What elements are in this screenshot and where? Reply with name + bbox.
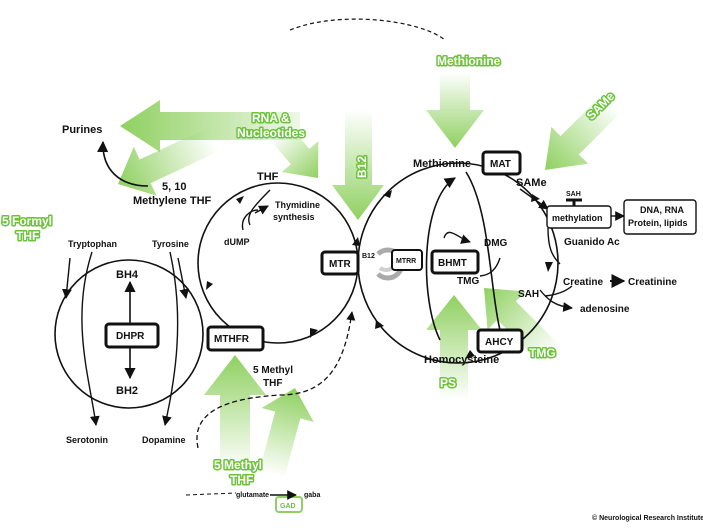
mthfr-enzyme-box xyxy=(206,325,265,352)
b12-small-label: B12 xyxy=(362,253,375,260)
tmg-supplement-label: TMG xyxy=(529,346,556,360)
bh2-label: BH2 xyxy=(116,385,138,397)
b12-supplement-arrow xyxy=(332,110,384,220)
methyl-thf-label-line2: THF xyxy=(263,378,282,389)
methylation-label: methylation xyxy=(552,213,603,223)
same-label: SAMe xyxy=(516,177,547,189)
mtrr-enzyme-box xyxy=(391,249,423,271)
serotonin-label: Serotonin xyxy=(66,435,108,445)
tmg-label: TMG xyxy=(457,276,479,287)
bhmt-enzyme-box xyxy=(430,249,480,275)
sah-small-label: SAH xyxy=(566,191,581,198)
ps-supplement-arrow xyxy=(426,295,482,400)
thymidine-label-line1: Thymidine xyxy=(275,200,320,210)
formyl-supplement-label-line2: THF xyxy=(16,229,39,243)
tmg-supplement-arrow xyxy=(484,288,561,365)
mtrr-label: MTRR xyxy=(396,258,416,265)
tyrosine-label: Tyrosine xyxy=(152,239,189,249)
same-supplement-arrow xyxy=(545,93,622,170)
rna-supplement-label-line2: Nucleotides xyxy=(237,126,305,140)
dopamine-label: Dopamine xyxy=(142,435,186,445)
mat-enzyme-box xyxy=(481,150,522,176)
dhpr-label: DHPR xyxy=(116,331,145,342)
dna-label-line1: DNA, RNA xyxy=(640,205,684,215)
mtr-label: MTR xyxy=(329,259,351,270)
thf-label: THF xyxy=(257,171,279,183)
rna-supplement-label-line1: RNA & xyxy=(252,111,290,125)
methyl-thf-supplement-label-line2: THF xyxy=(230,473,253,487)
creatinine-label: Creatinine xyxy=(628,277,677,288)
homocysteine-label: Homocysteine xyxy=(424,354,499,366)
dna-rna-box xyxy=(623,199,697,235)
dmg-label: DMG xyxy=(484,238,508,249)
ps-supplement-label: PS xyxy=(440,376,456,390)
ahcy-enzyme-box xyxy=(476,328,524,354)
methyl-thf-supplement-arrow-right xyxy=(259,388,314,479)
guanido-label: Guanido Ac xyxy=(564,237,620,248)
bh4-cycle xyxy=(54,259,204,409)
dhpr-enzyme-box xyxy=(104,322,160,349)
dna-label-line2: Protein, lipids xyxy=(628,218,688,228)
dump-label: dUMP xyxy=(224,237,250,247)
methionine-supplement-label: Methionine xyxy=(437,54,501,68)
top-dashed-arc xyxy=(289,18,446,41)
b12-supplement-label: B12 xyxy=(355,156,369,178)
mthfr-label: MTHFR xyxy=(214,334,250,345)
methionine-label: Methionine xyxy=(413,158,471,170)
rna-supplement-arrow xyxy=(120,100,300,152)
sah-label: SAH xyxy=(518,289,539,300)
methylation-box xyxy=(546,205,612,229)
formyl-supplement-arrow xyxy=(118,127,219,196)
methyl-thf-label-line1: 5 Methyl xyxy=(253,365,293,376)
tryptophan-label: Tryptophan xyxy=(68,239,117,249)
thymidine-label-line2: synthesis xyxy=(273,212,315,222)
gad-label: GAD xyxy=(280,503,296,510)
formyl-supplement-label-line1: 5 Formyl xyxy=(2,214,52,228)
bh4-label: BH4 xyxy=(116,269,139,281)
adenosine-label: adenosine xyxy=(580,304,630,315)
methyl-thf-supplement-label-line1: 5 Methyl xyxy=(214,458,262,472)
creatine-label: Creatine xyxy=(563,277,603,288)
ahcy-label: AHCY xyxy=(485,337,514,348)
methionine-supplement-arrow xyxy=(426,72,484,148)
mtr-enzyme-box xyxy=(320,250,360,276)
methylene-label-line1: 5, 10 xyxy=(162,181,186,193)
gaba-label: gaba xyxy=(304,492,320,499)
purines-label: Purines xyxy=(62,124,102,136)
mat-label: MAT xyxy=(490,159,511,170)
methylene-label-line2: Methylene THF xyxy=(133,195,212,207)
bhmt-label: BHMT xyxy=(438,258,467,269)
rna-to-thf-arrow xyxy=(270,124,319,178)
glutamate-label: glutamate xyxy=(236,492,269,499)
methyl-thf-supplement-arrow-left xyxy=(204,355,266,470)
copyright-notice: © Neurological Research Institute xyxy=(592,514,703,522)
lower-dashed-path xyxy=(196,311,356,449)
